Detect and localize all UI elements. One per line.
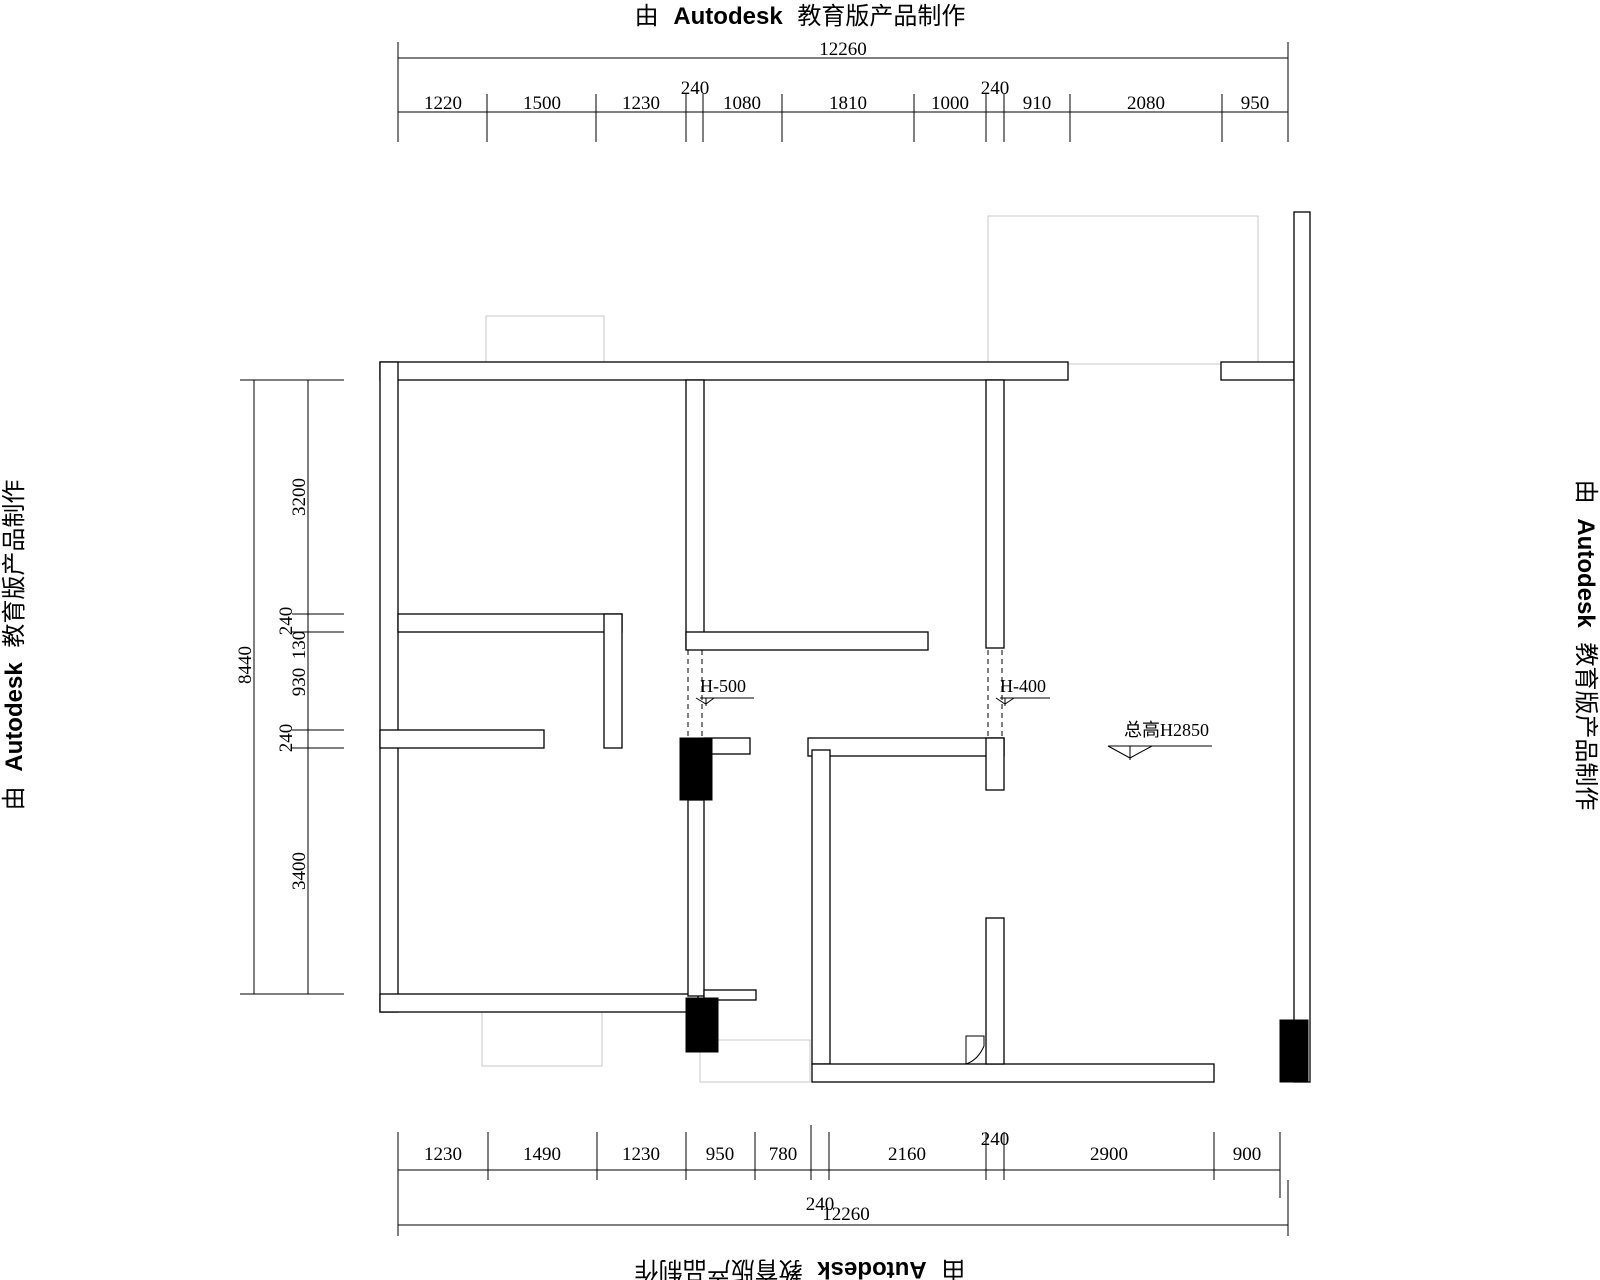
left-dim-segment: 3200 [289,478,310,516]
left-total-label: 8440 [235,646,256,684]
watermark-prefix: 由 [1572,480,1599,504]
watermark-top: 由 Autodesk 教育版产品制作 [635,3,966,30]
door-swing [965,1035,985,1065]
watermark-brand: Autodesk [1,662,28,772]
walls [379,211,1311,1083]
structural-columns [679,737,1309,1083]
height-marker-ceiling: 总高H2850 [1107,720,1212,760]
top-total-label: 12260 [819,39,867,60]
left-dimension-chain: 8440 3200 240 130 930 240 3400 [235,379,344,995]
bottom-dim-segment: 780 [769,1144,798,1165]
top-dim-segment: 1000 [931,93,969,114]
top-dim-segment: 1230 [622,93,660,114]
bottom-dim-segment: 900 [1233,1144,1262,1165]
bottom-dim-segment: 1490 [523,1144,561,1165]
svg-text:由 Autodesk 教育版产品制作: 由 Autodesk 教育版产品制作 [635,3,966,30]
top-dim-segment: 950 [1241,93,1270,114]
bottom-dim-segment: 2900 [1090,1144,1128,1165]
height-label-ceiling: 总高H2850 [1124,720,1209,740]
watermark-left: 由 Autodesk 教育版产品制作 [1,480,28,811]
top-dim-segment: 240 [681,78,710,99]
watermark-suffix: 教育版产品制作 [1572,642,1599,810]
watermark-suffix: 教育版产品制作 [1,480,28,648]
bottom-total-label: 12260 [822,1204,870,1225]
watermark-brand: Autodesk [817,1256,927,1280]
svg-text:由 Autodesk 教育版产品制作: 由 Autodesk 教育版产品制作 [1572,480,1599,811]
height-marker-beam-right: H-400 [995,676,1050,706]
watermark-prefix: 由 [635,3,659,30]
window-openings [481,215,1259,1083]
bottom-dimension-chain: 1230 1490 1230 950 780 2160 240 2900 900… [397,1125,1289,1236]
bottom-dim-segment: 2160 [888,1144,926,1165]
beam-openings [687,650,1003,738]
watermark-suffix: 教育版产品制作 [635,1256,803,1280]
top-dim-segment: 2080 [1127,93,1165,114]
watermark-suffix: 教育版产品制作 [797,3,965,30]
bottom-dim-segment: 1230 [622,1144,660,1165]
svg-text:由 Autodesk 教育版产品制作: 由 Autodesk 教育版产品制作 [635,1256,966,1280]
top-dim-segment: 240 [981,78,1010,99]
top-dim-segment: 1500 [523,93,561,114]
height-label-beam-right: H-400 [1000,676,1046,696]
bottom-extra-label: 240 [806,1194,835,1215]
height-label-beam-left: H-500 [700,676,746,696]
top-dimension-chain: 12260 1220 1500 1230 240 1080 1810 1000 … [397,39,1289,142]
watermark-prefix: 由 [1,786,28,810]
left-dim-segment: 3400 [289,852,310,890]
top-dim-segment: 1810 [829,93,867,114]
left-dim-segment: 130 [289,631,310,660]
left-dim-segment: 240 [276,724,297,753]
left-dim-segment: 930 [289,668,310,697]
watermark-right: 由 Autodesk 教育版产品制作 [1572,480,1599,811]
top-dim-segment: 910 [1023,93,1052,114]
watermark-brand: Autodesk [1572,518,1599,628]
top-dim-segment: 1080 [723,93,761,114]
top-dim-segment: 1220 [424,93,462,114]
bottom-dim-segment: 950 [706,1144,735,1165]
watermark-brand: Autodesk [673,3,783,30]
height-marker-beam-left: H-500 [695,676,754,706]
left-dim-segment: 240 [276,607,297,636]
watermark-prefix: 由 [941,1256,965,1280]
bottom-dim-segment: 240 [981,1129,1010,1150]
svg-text:由 Autodesk 教育版产品制作: 由 Autodesk 教育版产品制作 [1,480,28,811]
bottom-dim-segment: 1230 [424,1144,462,1165]
watermark-bottom: 由 Autodesk 教育版产品制作 [635,1256,966,1280]
